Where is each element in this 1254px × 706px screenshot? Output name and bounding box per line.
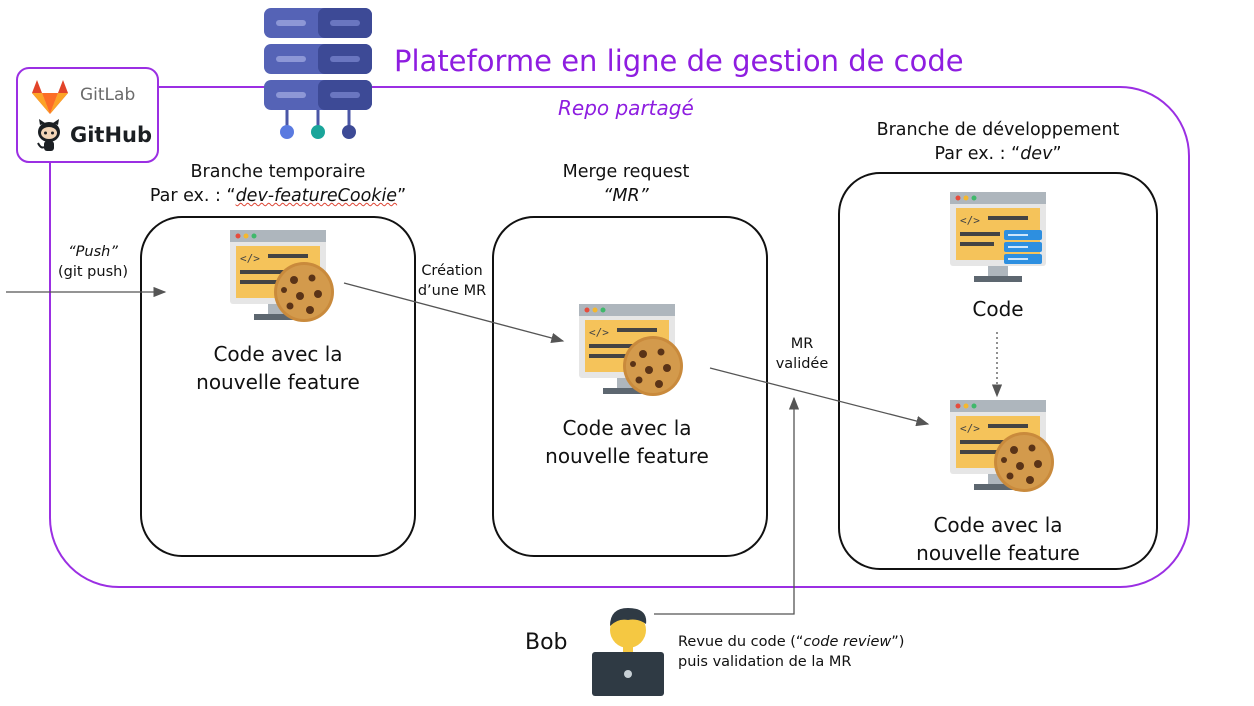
platform-logos: GitLab GitHub: [16, 67, 159, 163]
review-note-line2: puis validation de la MR: [678, 654, 852, 670]
svg-text:</>: </>: [960, 422, 980, 435]
dev-branch-header: Branche de développement Par ex. : “dev”: [848, 118, 1148, 166]
svg-text:</>: </>: [589, 326, 609, 339]
svg-text:</>: </>: [960, 214, 980, 227]
temp-branch-code-label: Code avec la nouvelle feature: [140, 340, 416, 396]
code-cookie-monitor-icon: </>: [579, 304, 683, 396]
diagram-title: Plateforme en ligne de gestion de code: [394, 44, 964, 78]
developer-laptop-icon: [592, 608, 664, 696]
gitlab-icon: [32, 80, 68, 114]
create-mr-label-line1: Création: [421, 263, 483, 279]
temp-branch-example: Par ex. : “dev-featureCookie”: [149, 186, 407, 206]
mr-validated-label-line1: MR: [790, 336, 814, 352]
dev-branch-code-label: Code: [972, 297, 1024, 321]
dev-branch-example: Par ex. : “dev”: [934, 144, 1062, 164]
merge-request-abbr: “MR”: [603, 186, 649, 206]
merge-request-code-label: Code avec la nouvelle feature: [492, 414, 762, 470]
merge-arrow: [709, 367, 930, 427]
svg-text:</>: </>: [240, 252, 260, 265]
merge-request-code-label-line1: Code avec la: [562, 416, 692, 440]
merge-request-header: Merge request “MR”: [480, 160, 772, 208]
create-mr-label: Création d’une MR: [412, 261, 492, 301]
merge-request-code-label-line2: nouvelle feature: [545, 444, 709, 468]
merge-request-title: Merge request: [562, 162, 690, 182]
temp-branch-title: Branche temporaire: [190, 162, 366, 182]
gitlab-label: GitLab: [80, 85, 136, 105]
github-label: GitHub: [70, 123, 153, 147]
review-note-line1: Revue du code (“code review”): [678, 634, 905, 650]
mr-validated-label-line2: validée: [775, 356, 829, 372]
merge-request-box: [492, 216, 768, 557]
shared-repo-frame: [49, 86, 1190, 588]
code-cookie-monitor-icon: </>: [230, 230, 334, 322]
temp-branch-code-label-line2: nouvelle feature: [196, 370, 360, 394]
dev-branch-new-feature-label: Code avec la nouvelle feature: [848, 511, 1148, 567]
review-arrow: [654, 396, 800, 615]
dev-branch-new-feature-label-line1: Code avec la: [933, 513, 1063, 537]
create-mr-arrow: [343, 282, 565, 344]
push-label-line2: (git push): [58, 264, 128, 280]
dev-branch-title: Branche de développement: [876, 120, 1120, 140]
temp-branch-box: [140, 216, 416, 557]
mr-validated-label: MR validée: [764, 334, 840, 374]
server-icon: [264, 8, 372, 139]
review-note: Revue du code (“code review”) puis valid…: [678, 632, 904, 672]
reviewer-name: Bob: [525, 630, 568, 655]
push-label: “Push” (git push): [48, 242, 138, 282]
temp-branch-code-label-line1: Code avec la: [213, 342, 343, 366]
dev-branch-box: [838, 172, 1158, 570]
github-octocat-icon: [37, 119, 60, 151]
temp-branch-header: Branche temporaire Par ex. : “dev-featur…: [128, 160, 428, 208]
repo-label: Repo partagé: [558, 96, 694, 120]
push-label-line1: “Push”: [68, 244, 118, 260]
dev-branch-new-feature-label-line2: nouvelle feature: [916, 541, 1080, 565]
code-monitor-icon: </>: [950, 192, 1046, 282]
create-mr-label-line2: d’une MR: [417, 283, 487, 299]
code-cookie-monitor-icon: </>: [950, 400, 1054, 492]
